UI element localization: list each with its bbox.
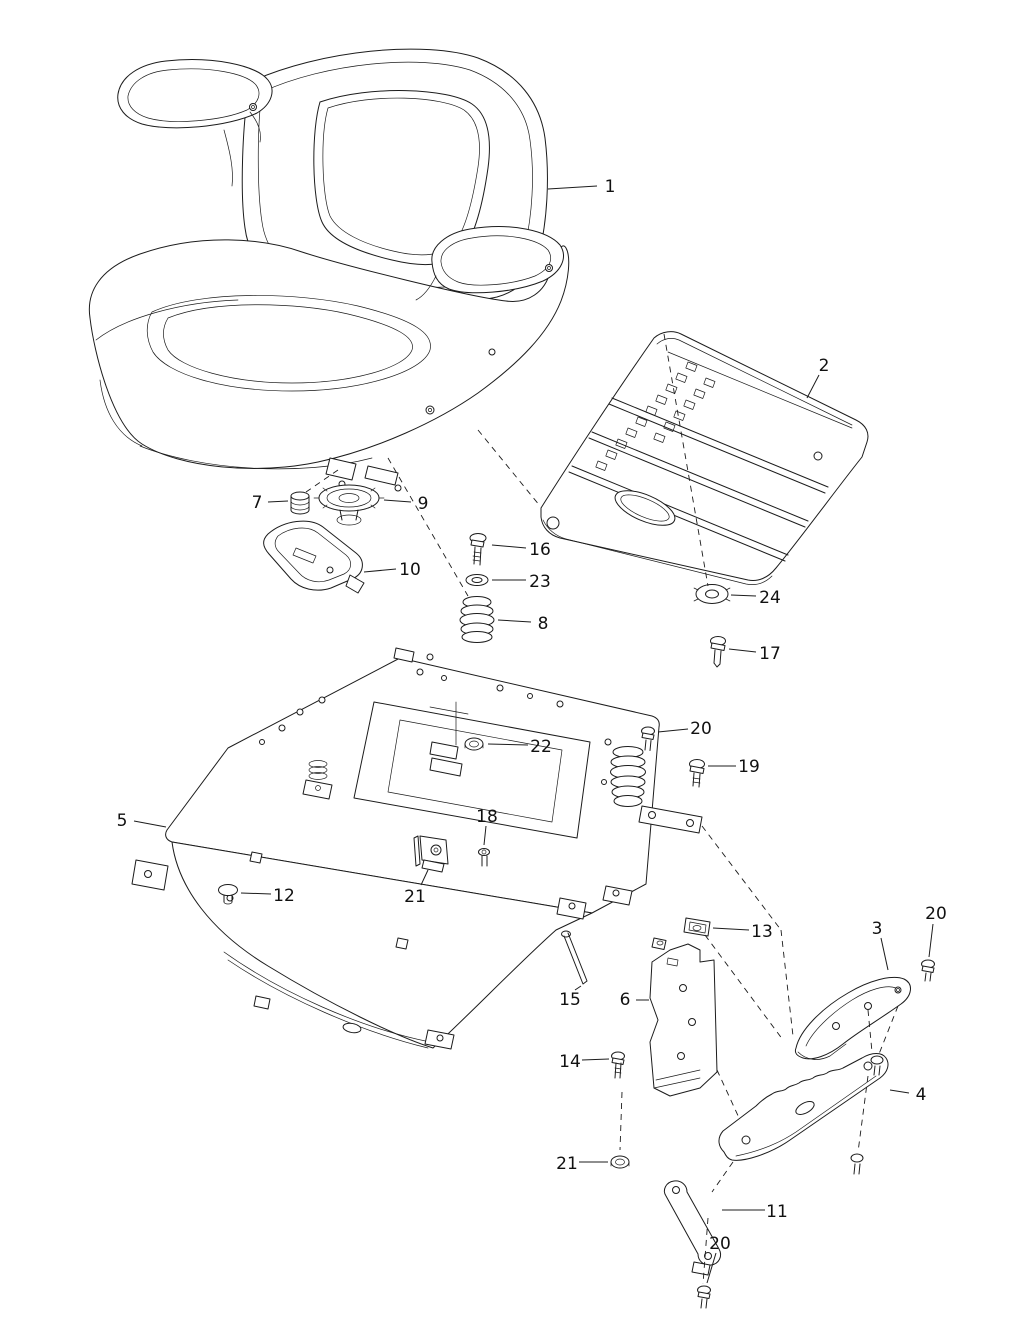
- bracket-6-drawing: [649, 943, 718, 1097]
- callout-label-10-4: 10: [399, 560, 421, 580]
- callout-leader-18-14: [483, 825, 487, 846]
- callout-leader-17-9: [728, 648, 757, 653]
- screw-below-4-drawing: [850, 1153, 864, 1175]
- hinge-bracket-21a-drawing: [413, 835, 449, 873]
- nut-21b-drawing: [610, 1155, 630, 1169]
- callout-label-18-14: 18: [476, 807, 498, 827]
- callout-leader-16-5: [491, 544, 527, 549]
- callout-label-23-6: 23: [529, 572, 551, 592]
- cap-24-drawing: [693, 584, 731, 604]
- callout-label-16-5: 16: [529, 540, 551, 560]
- bracket-4-drawing: [718, 1053, 889, 1161]
- callout-leader-20-11: [657, 728, 689, 733]
- callout-leader-24-8: [730, 594, 757, 597]
- pivot-cap-9-drawing: [313, 484, 385, 526]
- callout-leader-7-2: [267, 500, 289, 503]
- stud-18-drawing: [478, 848, 490, 867]
- callout-label-17-9: 17: [759, 644, 781, 664]
- callout-label-8-7: 8: [538, 614, 549, 634]
- callout-label-22-10: 22: [530, 737, 552, 757]
- callout-label-9-3: 9: [418, 494, 429, 514]
- callout-leader-1-0: [547, 185, 598, 190]
- callout-label-3-20: 3: [872, 919, 883, 939]
- small-parts-drawings: [218, 484, 935, 1309]
- callout-label-19-12: 19: [738, 757, 760, 777]
- callout-leader-14-22: [581, 1058, 610, 1061]
- vent-slots: [595, 361, 716, 471]
- callout-leader-15-18: [574, 985, 582, 991]
- callout-leader-2-1: [806, 374, 820, 399]
- callout-label-4-23: 4: [916, 1085, 927, 1105]
- pin-15-drawing: [561, 930, 588, 985]
- bolt-16-drawing: [469, 533, 487, 566]
- arm-3-drawing: [794, 976, 911, 1060]
- callout-leader-13-17: [712, 927, 750, 931]
- screw-20c-drawing: [697, 1285, 711, 1309]
- nut-22-drawing: [464, 737, 484, 751]
- callout-leader-22-10: [487, 743, 529, 746]
- callout-leader-10-4: [363, 568, 397, 573]
- plug-12-drawing: [218, 884, 238, 905]
- callout-label-21-24: 21: [556, 1154, 578, 1174]
- bolt-19-drawing: [689, 759, 705, 788]
- callout-label-20-11: 20: [690, 719, 712, 739]
- screw-above-4-drawing: [870, 1055, 884, 1076]
- callout-label-7-2: 7: [252, 493, 263, 513]
- clip-13-drawing: [683, 917, 711, 937]
- callout-label-20-21: 20: [925, 904, 947, 924]
- screw-20b-drawing: [921, 959, 935, 982]
- spring-near-19-drawing: [610, 746, 646, 807]
- screw-20a-drawing: [641, 726, 655, 751]
- callout-label-14-22: 14: [559, 1052, 581, 1072]
- dashed-guides: [305, 333, 899, 1285]
- callout-label-1-0: 1: [605, 177, 616, 197]
- callout-leader-4-23: [889, 1089, 910, 1094]
- frame-pan-drawing: [131, 647, 703, 1050]
- callout-label-20-26: 20: [709, 1234, 731, 1254]
- screw-17-drawing: [710, 636, 726, 668]
- callout-label-13-17: 13: [751, 922, 773, 942]
- callout-label-11-25: 11: [766, 1202, 788, 1222]
- washer-23-drawing: [465, 574, 489, 586]
- bushing-7-drawing: [290, 491, 310, 515]
- callout-label-12-15: 12: [273, 886, 295, 906]
- clip-near-6-drawing: [651, 937, 667, 950]
- callout-leader-20-26: [706, 1252, 717, 1284]
- callout-leader-21-16: [420, 869, 429, 886]
- callout-label-24-8: 24: [759, 588, 781, 608]
- callout-label-15-18: 15: [559, 990, 581, 1010]
- callout-leader-5-13: [133, 820, 167, 828]
- link-11-drawing: [663, 1180, 722, 1276]
- screw-14-drawing: [611, 1051, 625, 1079]
- spring-8-drawing: [459, 596, 495, 643]
- callout-label-21-16: 21: [404, 887, 426, 907]
- callout-leader-20-21: [928, 923, 934, 958]
- callout-leader-9-3: [383, 499, 412, 503]
- callout-leader-12-15: [240, 892, 272, 895]
- callout-label-2-1: 2: [819, 356, 830, 376]
- callout-leader-8-7: [497, 619, 532, 623]
- callout-label-5-13: 5: [117, 811, 128, 831]
- seat-plate-drawing: [540, 331, 869, 585]
- bracket-10-drawing: [263, 520, 365, 594]
- seat-drawing: [88, 48, 570, 492]
- callout-label-6-19: 6: [620, 990, 631, 1010]
- callout-leader-3-20: [880, 937, 889, 971]
